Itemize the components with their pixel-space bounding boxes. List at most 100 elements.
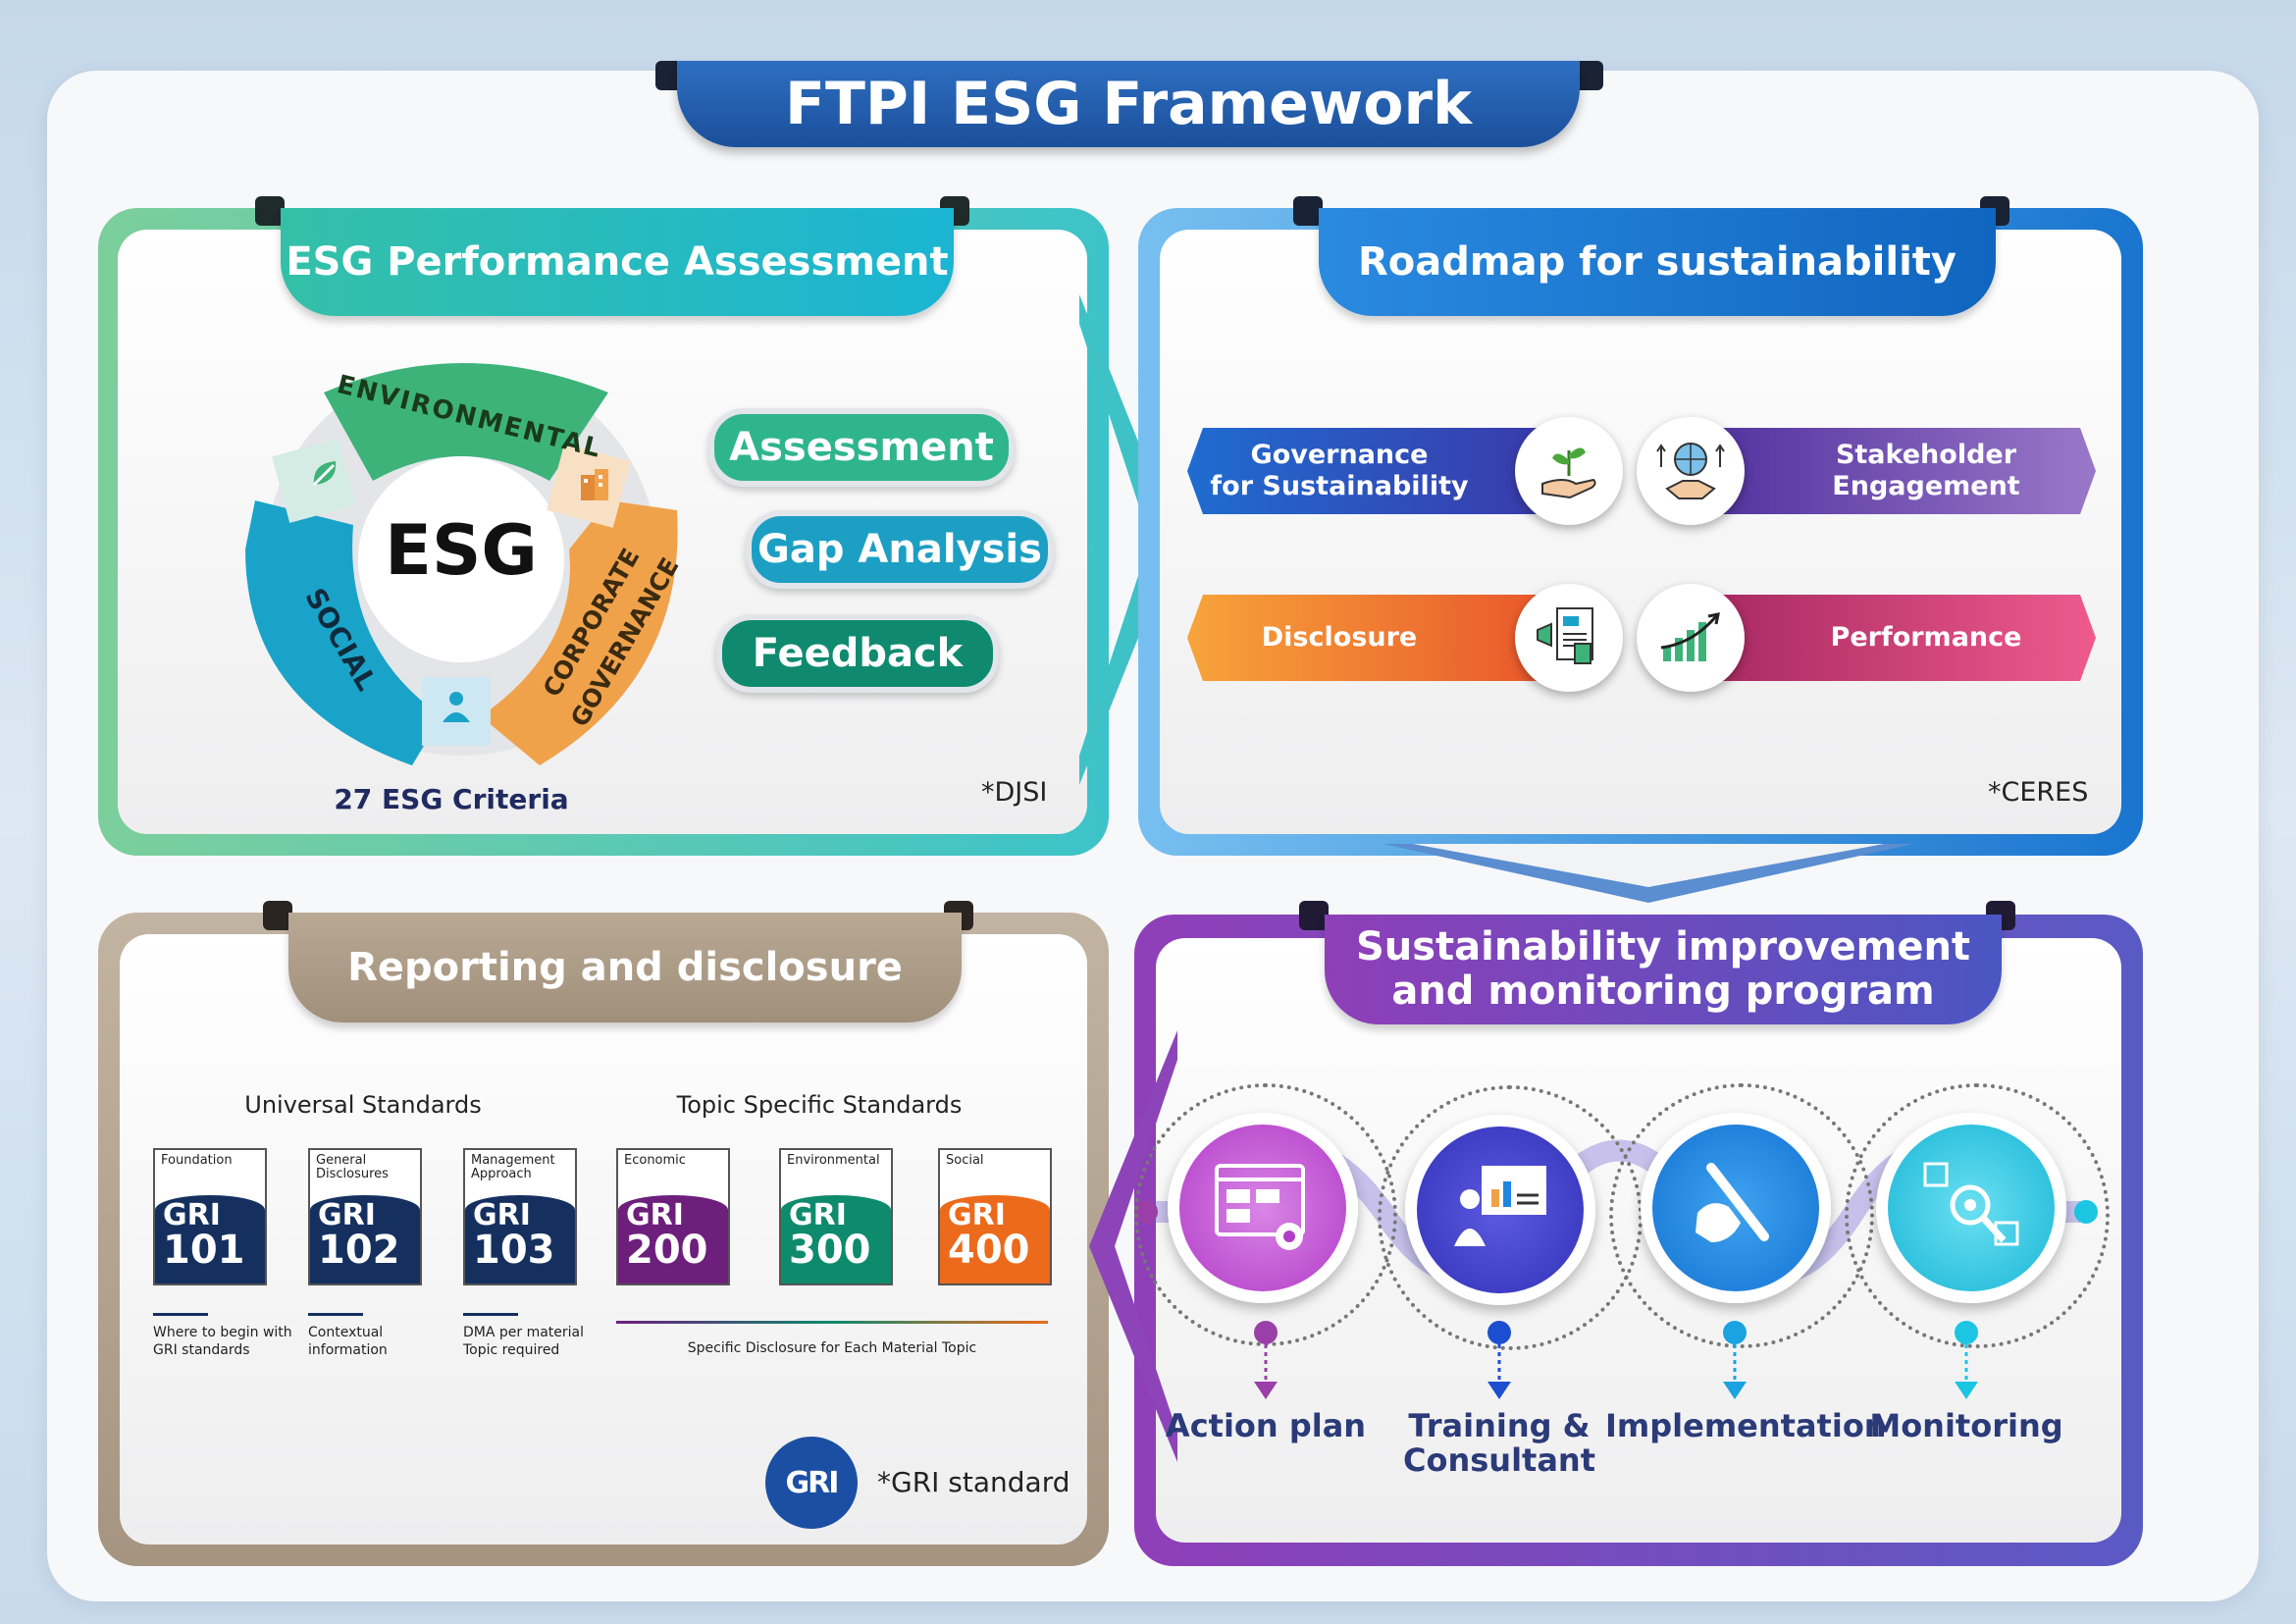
- gri-200-card: Economic GRI 200: [616, 1148, 730, 1285]
- environmental-segment: [324, 363, 608, 481]
- gri-standard-note: *GRI standard: [877, 1466, 1070, 1498]
- roadmap-title-text: Roadmap for sustainability: [1357, 238, 1957, 285]
- topic-underline: [616, 1321, 1048, 1324]
- governance-segment: [481, 500, 678, 765]
- gri-102-caption: General Disclosures: [316, 1153, 389, 1182]
- monitoring-label-line1: Monitoring: [1869, 1407, 2063, 1444]
- arrow-to-improvement: [1383, 844, 1913, 903]
- leaf-icon: [306, 453, 345, 493]
- gri-103-note: DMA per material Topic required: [463, 1325, 585, 1358]
- action-plan-label: Action plan: [1158, 1407, 1374, 1444]
- browser-gear-icon: [1215, 1164, 1305, 1250]
- gri-103-underline: [463, 1313, 518, 1316]
- improvement-side-arrow: [1089, 1030, 1177, 1462]
- esg-wheel-center: [358, 456, 564, 662]
- gri-102-note: Contextual information: [308, 1325, 388, 1358]
- implementation-pointer: [1723, 1321, 1747, 1399]
- governance-bar: Governance for Sustainability: [1187, 428, 1570, 514]
- djsi-note: *DJSI: [981, 777, 1048, 808]
- action-pointer: [1254, 1321, 1278, 1399]
- gri-101-caption: Foundation: [161, 1153, 233, 1168]
- training-pointer: [1487, 1321, 1511, 1399]
- gri-103-body: GRI 103: [465, 1195, 575, 1283]
- gri-400-body: GRI 400: [940, 1195, 1050, 1283]
- gri-102-number: 102: [318, 1228, 400, 1273]
- reporting-panel-body: [120, 934, 1087, 1545]
- governance-bar-label: Governance for Sustainability: [1210, 440, 1546, 503]
- assessment-title: ESG Performance Assessment: [281, 208, 954, 316]
- gri-200-word: GRI: [626, 1198, 684, 1232]
- gri-103-number: 103: [473, 1228, 555, 1273]
- governance-label-line1: Governance: [1250, 439, 1429, 470]
- gri-101-note: Where to begin with GRI standards: [153, 1325, 292, 1358]
- gri-300-number: 300: [789, 1228, 871, 1273]
- gri-102-word: GRI: [318, 1198, 376, 1232]
- governance-label-line2: for Sustainability: [1210, 471, 1469, 501]
- training-label-line2: Consultant: [1402, 1441, 1595, 1480]
- monitoring-pointer: [1955, 1321, 1978, 1399]
- social-segment: [245, 500, 442, 765]
- gri-101-card: Foundation GRI 101: [153, 1148, 267, 1285]
- growth-chart-icon: [1637, 584, 1745, 692]
- disclosure-bar: Disclosure: [1187, 595, 1570, 681]
- gri-400-number: 400: [948, 1228, 1030, 1273]
- people-icon: [437, 687, 476, 726]
- presenter-board-icon: [1454, 1166, 1546, 1246]
- training-label: Training & Consultant: [1391, 1407, 1607, 1480]
- gri-103-word: GRI: [473, 1198, 531, 1232]
- gri-102-underline: [308, 1313, 363, 1316]
- gri-300-body: GRI 300: [781, 1195, 891, 1283]
- roadmap-tab-fold-left: [1293, 196, 1323, 226]
- stakeholder-bar-label: Stakeholder Engagement: [1832, 439, 2020, 501]
- performance-bar-label: Performance: [1830, 621, 2022, 653]
- people-tile: [422, 677, 491, 746]
- disclosure-bar-label: Disclosure: [1261, 621, 1418, 653]
- gri-200-caption: Economic: [624, 1153, 686, 1168]
- esg-center-label: ESG: [385, 510, 538, 591]
- plant-in-hand-icon: [1515, 417, 1623, 525]
- roadmap-panel: [1138, 208, 2143, 856]
- gri-200-body: GRI 200: [618, 1195, 728, 1283]
- gri-logo: GRI: [765, 1437, 858, 1529]
- action-plan-step: [1168, 1113, 1358, 1303]
- gri-400-word: GRI: [948, 1198, 1006, 1232]
- gri-400-caption: Social: [946, 1153, 984, 1168]
- feedback-pill: Feedback: [716, 614, 999, 693]
- monitoring-dotted-ring: [1845, 1083, 2110, 1348]
- gri-300-word: GRI: [789, 1198, 847, 1232]
- esg-wheel: [245, 363, 678, 765]
- criteria-label: 27 ESG Criteria: [334, 783, 569, 815]
- main-title: FTPI ESG Framework: [677, 61, 1580, 147]
- improvement-title-line2: and monitoring program: [1391, 969, 1935, 1014]
- reporting-tab-fold-left: [263, 901, 292, 930]
- magnifier-target-icon: [1923, 1162, 2019, 1246]
- gri-101-number: 101: [163, 1228, 245, 1273]
- reporting-title: Reporting and disclosure: [288, 913, 962, 1022]
- gri-101-word: GRI: [163, 1198, 221, 1232]
- roadmap-panel-body: [1160, 230, 2121, 834]
- training-label-line1: Training &: [1408, 1407, 1591, 1444]
- implementation-step: [1641, 1113, 1831, 1303]
- improvement-tab-fold-left: [1299, 901, 1329, 930]
- action-plan-label-line1: Action plan: [1165, 1407, 1367, 1444]
- training-step: [1405, 1115, 1595, 1305]
- gri-102-card: General Disclosures GRI 102: [308, 1148, 422, 1285]
- assessment-pill: Assessment: [708, 408, 1015, 487]
- gri-101-body: GRI 101: [155, 1195, 265, 1283]
- implementation-label: Implementation: [1605, 1407, 1887, 1444]
- gap-analysis-pill: Gap Analysis: [746, 510, 1054, 589]
- ceres-note: *CERES: [1988, 777, 2089, 808]
- gri-300-caption: Environmental: [787, 1153, 880, 1168]
- gri-300-card: Environmental GRI 300: [779, 1148, 893, 1285]
- monitoring-step: [1876, 1113, 2066, 1303]
- gri-102-body: GRI 102: [310, 1195, 420, 1283]
- topic-standards-label: Topic Specific Standards: [676, 1091, 963, 1119]
- assessment-tab-fold-left: [255, 196, 285, 226]
- implementation-label-line1: Implementation: [1605, 1407, 1887, 1444]
- improvement-title-line1: Sustainability improvement: [1355, 924, 1971, 970]
- hand-pen-icon: [1696, 1163, 1769, 1242]
- roadmap-title: Roadmap for sustainability: [1319, 208, 1996, 316]
- globe-handshake-icon: [1637, 417, 1745, 525]
- gri-103-card: Management Approach GRI 103: [463, 1148, 577, 1285]
- universal-standards-label: Universal Standards: [244, 1091, 482, 1119]
